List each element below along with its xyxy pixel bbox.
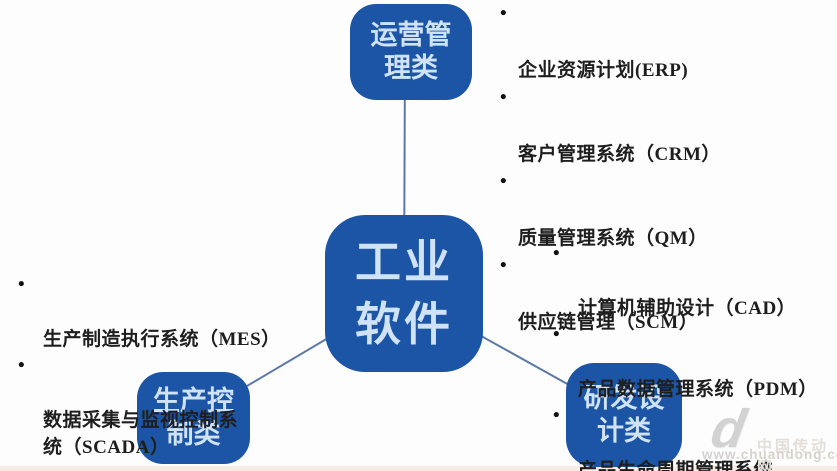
list-item-label: 计算机辅助设计（CAD） bbox=[578, 298, 797, 319]
list-item: • 质量管理系统（QM） bbox=[488, 169, 721, 253]
bullet-icon: • bbox=[500, 255, 508, 276]
bullet-icon: • bbox=[500, 87, 508, 108]
node-operations-management: 运营管 理类 bbox=[350, 4, 472, 100]
list-item: • 计算机辅助设计（CAD） bbox=[548, 241, 837, 322]
bullet-icon: • bbox=[553, 243, 561, 264]
list-item-label: 生产制造执行系统（MES） bbox=[43, 329, 281, 350]
bottom-edge-strip bbox=[0, 466, 837, 471]
node-production-control: 生产控 制类 bbox=[137, 372, 250, 464]
bullet-icon: • bbox=[18, 274, 26, 295]
list-item-label: 企业资源计划(ERP) bbox=[518, 60, 689, 81]
node-industrial-software-label: 工业 软件 bbox=[355, 236, 453, 350]
list-item-label: 质量管理系统（QM） bbox=[518, 228, 708, 249]
list-item-label: 产品数据管理系统（PDM） bbox=[578, 379, 818, 400]
node-rnd-design: 研发设 计类 bbox=[566, 363, 682, 467]
node-rnd-design-label: 研发设 计类 bbox=[583, 383, 665, 446]
rnd-software-list: • 计算机辅助设计（CAD） • 产品数据管理系统（PDM） • 产品生命周期管… bbox=[548, 241, 837, 471]
list-item: • 产品数据管理系统（PDM） bbox=[548, 322, 837, 403]
watermark-site-name: 中国传动网 bbox=[757, 438, 830, 471]
node-industrial-software: 工业 软件 bbox=[325, 215, 483, 372]
list-item: • 生产制造执行系统（MES） bbox=[12, 272, 322, 353]
production-software-list: • 生产制造执行系统（MES） • 数据采集与监视控制系 统（SCADA） bbox=[12, 272, 322, 461]
list-item: • 供应链管理（SCM） bbox=[488, 253, 721, 337]
bullet-icon: • bbox=[500, 3, 508, 24]
list-item: • 数据采集与监视控制系 统（SCADA） bbox=[12, 353, 322, 461]
bullet-icon: • bbox=[553, 324, 561, 345]
operations-software-list: • 企业资源计划(ERP) • 客户管理系统（CRM） • 质量管理系统（QM）… bbox=[488, 1, 721, 337]
bullet-icon: • bbox=[18, 355, 26, 376]
watermark-site-url: www.chuandong.com bbox=[702, 447, 837, 462]
node-production-control-label: 生产控 制类 bbox=[153, 386, 234, 449]
list-item-label: 客户管理系统（CRM） bbox=[518, 144, 721, 165]
node-operations-management-label: 运营管 理类 bbox=[370, 20, 452, 83]
bullet-icon: • bbox=[553, 405, 561, 426]
list-item: • 客户管理系统（CRM） bbox=[488, 85, 721, 169]
bullet-icon: • bbox=[500, 171, 508, 192]
list-item: • 产品生命周期管理系统 （PLM） bbox=[548, 403, 837, 471]
list-item: • 企业资源计划(ERP) bbox=[488, 1, 721, 85]
list-item-label: 产品生命周期管理系统 （PLM） bbox=[578, 460, 774, 471]
list-item-label: 供应链管理（SCM） bbox=[518, 312, 699, 333]
list-item-label: 数据采集与监视控制系 统（SCADA） bbox=[43, 410, 239, 458]
